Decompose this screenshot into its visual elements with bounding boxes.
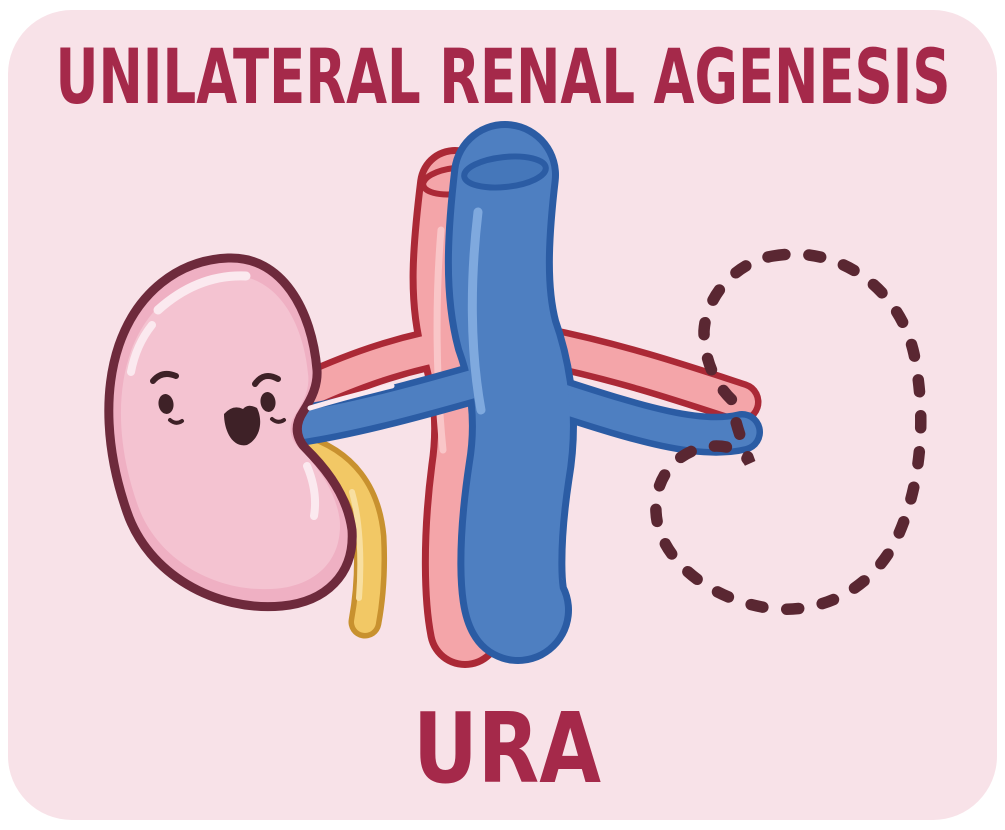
right-eyebrow <box>252 372 281 387</box>
right-under-eye-line <box>270 417 286 424</box>
right-eye <box>260 392 276 412</box>
left-eyebrow <box>150 370 179 384</box>
left-under-eye-line <box>168 418 184 425</box>
ureter-icon <box>281 431 388 639</box>
absent-kidney-dashed-outline <box>650 248 927 615</box>
kidney-character <box>104 253 395 612</box>
vena-cava-and-renal-veins-icon <box>275 121 763 664</box>
worried-mouth <box>224 405 261 446</box>
abbreviation-text: URA <box>413 692 601 805</box>
left-eye <box>158 394 174 414</box>
kidney-face <box>150 370 286 446</box>
page-title: UNILATERAL RENAL AGENESIS <box>56 32 951 121</box>
